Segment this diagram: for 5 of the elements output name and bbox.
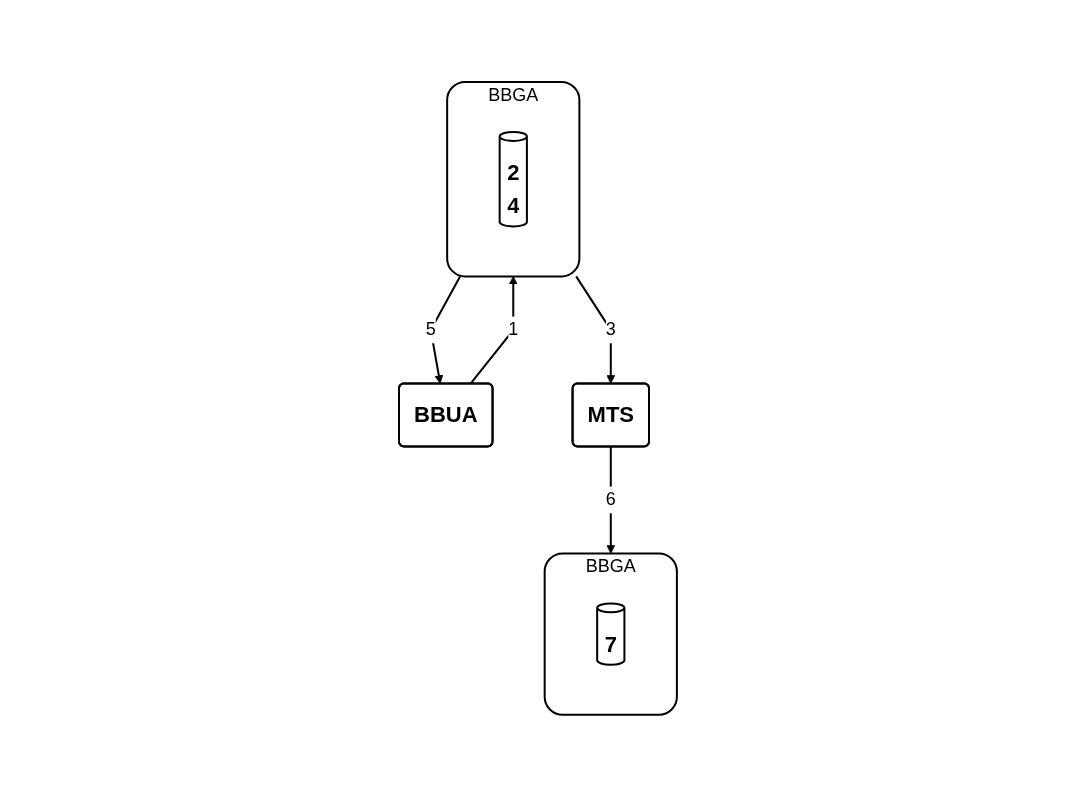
edge-label: 1 <box>507 319 518 339</box>
arrow <box>469 275 518 384</box>
edge-label: 3 <box>605 319 616 339</box>
edge-label: 5 <box>425 319 436 339</box>
edge-label: 6 <box>605 489 616 509</box>
